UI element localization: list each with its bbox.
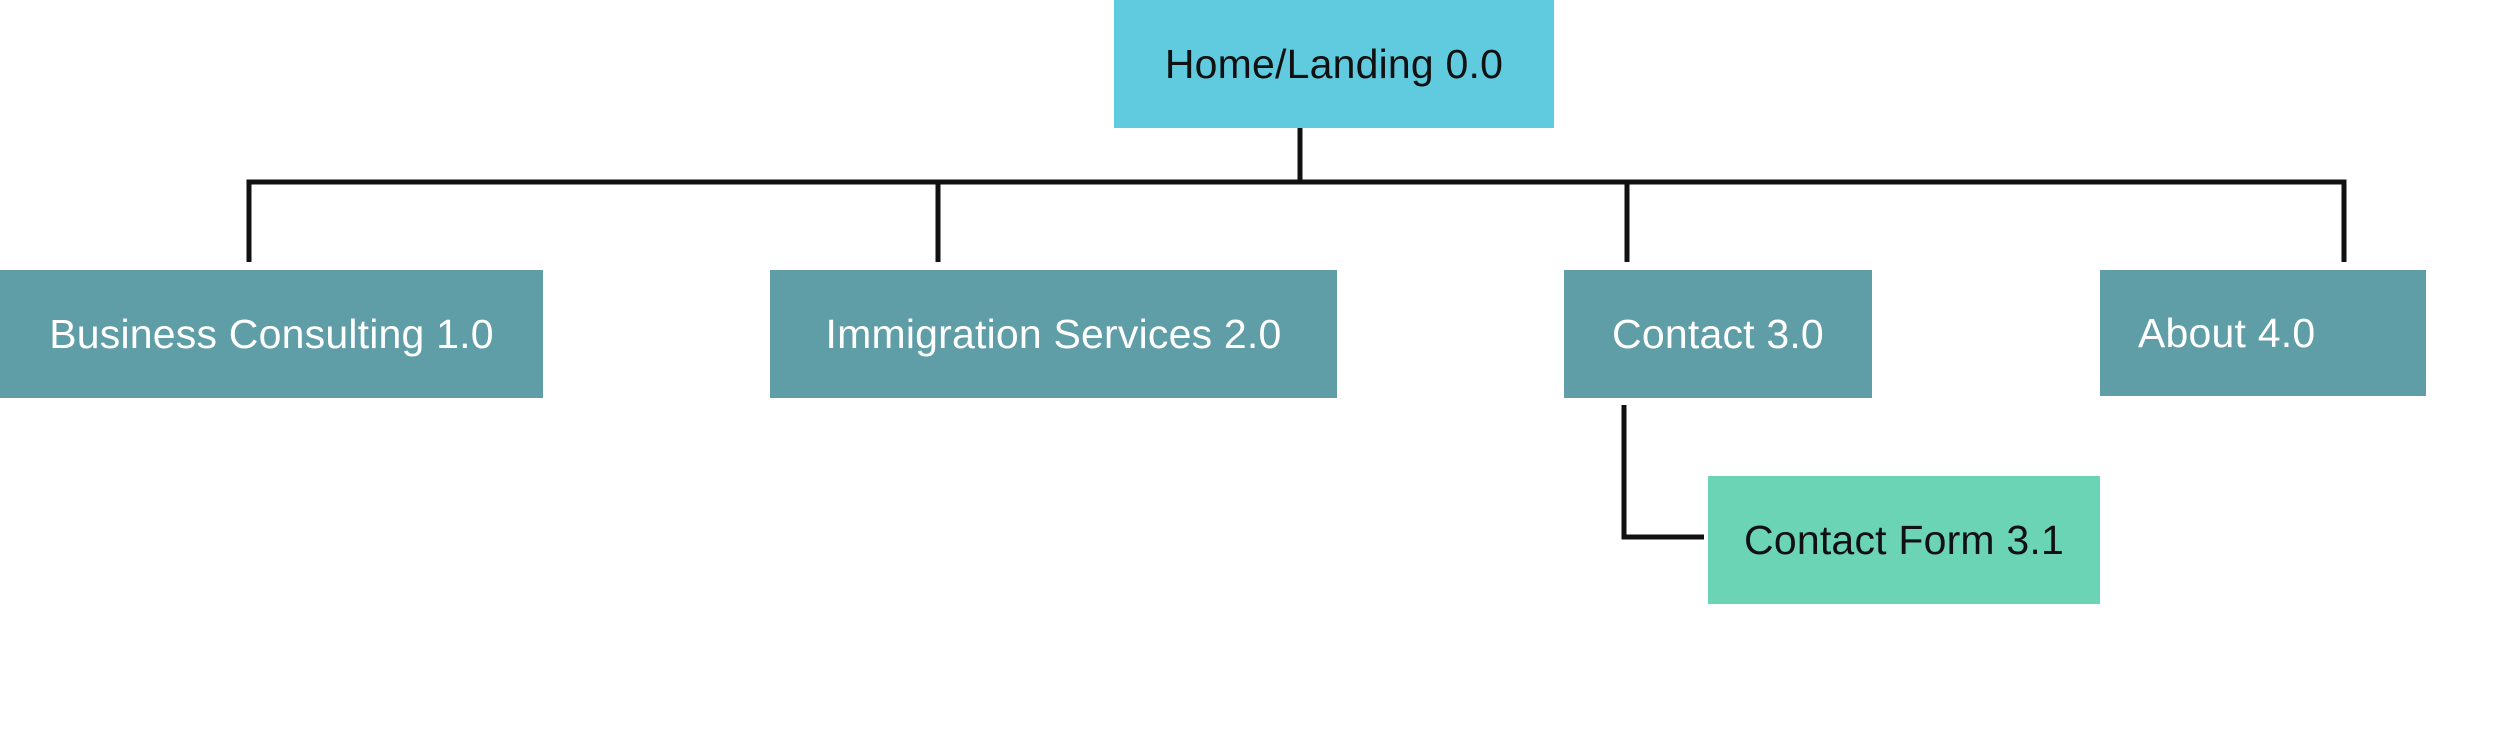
about-label: About 4.0 — [2138, 309, 2316, 356]
contact-label: Contact 3.0 — [1612, 310, 1824, 357]
immigration-services-node[interactable]: Immigration Services 2.0 — [770, 270, 1337, 398]
contact-node[interactable]: Contact 3.0 — [1564, 270, 1872, 398]
business-consulting-label: Business Consulting 1.0 — [49, 310, 494, 357]
home-landing-node[interactable]: Home/Landing 0.0 — [1114, 0, 1554, 128]
immigration-services-label: Immigration Services 2.0 — [825, 310, 1282, 357]
section-bus-connector — [246, 179, 2347, 262]
home-landing-label: Home/Landing 0.0 — [1164, 40, 1504, 87]
contact-form-node[interactable]: Contact Form 3.1 — [1708, 476, 2100, 604]
about-node[interactable]: About 4.0 — [2100, 270, 2426, 396]
subpage-elbow-connector — [1621, 405, 1704, 540]
contact-form-label: Contact Form 3.1 — [1744, 516, 2064, 563]
business-consulting-node[interactable]: Business Consulting 1.0 — [0, 270, 543, 398]
